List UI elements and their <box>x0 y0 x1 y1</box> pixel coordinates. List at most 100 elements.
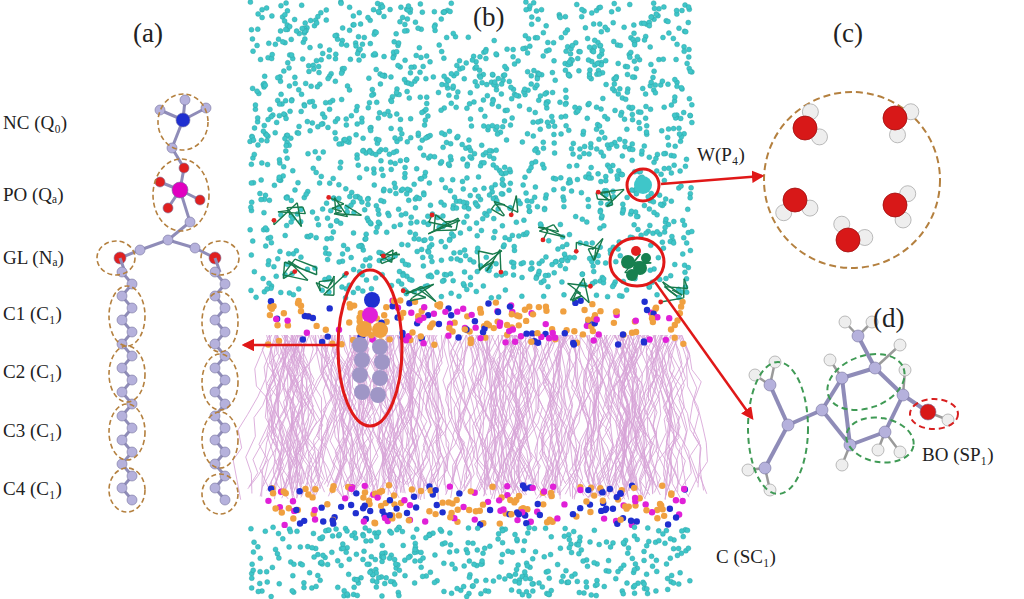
water-bead <box>249 576 254 581</box>
water-bead <box>249 585 254 590</box>
water-bead <box>592 38 597 43</box>
water-bead <box>283 148 288 153</box>
water-bead <box>574 2 579 7</box>
water-bead <box>688 248 693 253</box>
water-bead <box>484 82 489 87</box>
water-bead <box>478 107 483 112</box>
headgroup-bead <box>330 483 336 489</box>
water-bead <box>686 47 691 52</box>
headgroup-bead <box>455 507 461 513</box>
water-bead <box>627 2 632 7</box>
water-bead <box>569 189 574 194</box>
lipid-tail <box>661 335 689 497</box>
water-bead <box>558 222 563 227</box>
headgroup-bead <box>434 502 440 508</box>
headgroup-bead <box>436 321 442 327</box>
headgroup-bead <box>634 518 640 524</box>
water-bead <box>511 54 516 59</box>
lipid-tail <box>289 335 298 482</box>
water-bead <box>619 172 624 177</box>
water-bead <box>340 251 345 256</box>
water-bead <box>605 294 610 299</box>
water-bead <box>351 22 356 27</box>
headgroup-bead <box>418 333 424 339</box>
water-bead <box>370 87 375 92</box>
water-bead <box>360 148 365 153</box>
headgroup-bead <box>537 512 543 518</box>
water-bead <box>300 56 305 61</box>
headgroup-bead <box>449 500 455 506</box>
lipid-tail <box>280 335 302 493</box>
headgroup-bead <box>447 514 453 520</box>
headgroup-bead <box>386 482 392 488</box>
headgroup-bead <box>633 317 639 323</box>
water-bead <box>364 232 369 237</box>
headgroup-bead <box>599 489 605 495</box>
headgroup-bead <box>297 520 303 526</box>
water-bead <box>351 230 356 235</box>
water-bead <box>366 105 371 110</box>
headgroup-bead <box>445 332 451 338</box>
water-bead <box>419 176 424 181</box>
water-bead <box>656 6 661 11</box>
water-bead <box>500 223 505 228</box>
headgroup-bead <box>595 331 601 337</box>
water-bead <box>414 166 419 171</box>
headgroup-bead <box>502 339 508 345</box>
water-bead <box>474 579 479 584</box>
headgroup-bead <box>504 322 510 328</box>
headgroup-bead <box>562 330 568 336</box>
water-bead <box>546 238 551 243</box>
headgroup-bead <box>577 505 583 511</box>
headgroup-bead <box>432 487 438 493</box>
water-bead <box>617 293 622 298</box>
headgroup-bead <box>610 506 616 512</box>
water-bead <box>575 579 580 584</box>
headgroup-bead <box>673 497 679 503</box>
water-bead <box>620 202 625 207</box>
water-bead <box>248 205 253 210</box>
headgroup-bead <box>679 498 685 504</box>
water-bead <box>527 107 532 112</box>
water-bead <box>476 174 481 179</box>
lipid-tail <box>332 335 355 494</box>
headgroup-bead <box>552 334 558 340</box>
headgroup-bead <box>421 304 427 310</box>
headgroup-bead <box>590 328 596 334</box>
water-bead <box>347 194 352 199</box>
lipid-tail <box>626 335 643 490</box>
water-bead <box>469 124 474 129</box>
headgroup-bead <box>643 507 649 513</box>
water-bead <box>416 131 421 136</box>
headgroup-bead <box>590 337 596 343</box>
headgroup-bead <box>281 522 287 528</box>
headgroup-bead <box>642 501 648 507</box>
water-bead <box>586 197 591 202</box>
headgroup-bead <box>560 308 566 314</box>
water-bead <box>665 135 670 140</box>
water-bead <box>318 10 323 15</box>
water-bead <box>595 260 600 265</box>
water-bead <box>550 90 555 95</box>
water-bead <box>535 204 540 209</box>
water-bead <box>647 223 652 228</box>
water-bead <box>591 21 596 26</box>
headgroup-bead <box>296 488 302 494</box>
water-bead <box>612 81 617 86</box>
water-bead <box>484 255 489 260</box>
headgroup-bead <box>485 300 491 306</box>
headgroup-bead <box>393 505 399 511</box>
headgroup-bead <box>504 483 510 489</box>
water-bead <box>428 254 433 259</box>
lipid-tail <box>681 335 701 487</box>
water-bead <box>514 537 519 542</box>
lipid-tail <box>665 335 680 498</box>
water-bead <box>633 561 638 566</box>
headgroup-bead <box>447 483 453 489</box>
water-bead <box>566 580 571 585</box>
water-bead <box>387 188 392 193</box>
lipid-tail <box>401 335 430 488</box>
water-bead <box>257 581 262 586</box>
water-bead <box>464 175 469 180</box>
headgroup-bead <box>611 320 617 326</box>
